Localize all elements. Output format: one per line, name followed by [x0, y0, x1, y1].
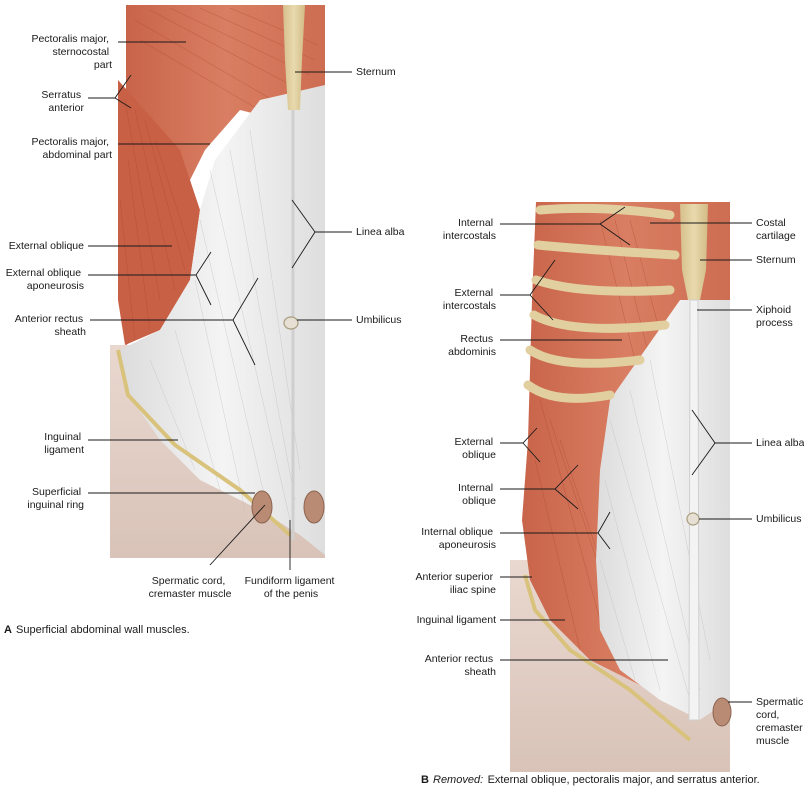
panel-a-labels: Pectoralis major, sternocostal part Serr… [4, 33, 405, 637]
label-external-oblique: External oblique [9, 240, 84, 252]
panel-b-inguinal-border [523, 574, 692, 742]
label-external-oblique-b: External oblique [455, 436, 497, 461]
panel-b-illustration [510, 202, 732, 772]
panel-b-ribs [523, 203, 680, 403]
label-rectus-abdominis: Rectus abdominis [448, 333, 496, 358]
label-serratus-anterior: Serratus anterior [41, 89, 84, 114]
label-external-oblique-aponeurosis: External oblique aponeurosis [6, 267, 84, 292]
label-superficial-inguinal-ring: Superficial inguinal ring [27, 486, 84, 511]
panel-a-illustration [110, 5, 325, 558]
panel-b-spermatic-cord [712, 697, 732, 727]
label-linea-alba-a: Linea alba [356, 226, 405, 238]
label-spermatic-cord-a: Spermatic cord, cremaster muscle [149, 575, 232, 600]
label-fundiform-ligament: Fundiform ligament of the penis [245, 575, 338, 600]
panel-b-sternum [680, 204, 708, 300]
label-anterior-rectus-sheath-b: Anterior rectus sheath [425, 653, 496, 678]
caption-b: B Removed: External oblique, pectoralis … [421, 770, 760, 787]
leader-lines [88, 41, 752, 703]
label-sternum-b: Sternum [756, 254, 796, 266]
panel-a-spermatic-cord-right [303, 490, 325, 524]
label-linea-alba-b: Linea alba [756, 437, 804, 449]
label-external-intercostals: External intercostals [443, 287, 496, 312]
label-inguinal-ligament-a: Inguinal ligament [44, 431, 84, 456]
panel-a-pectoralis-muscle [126, 5, 325, 345]
panel-a-umbilicus [283, 316, 299, 330]
label-internal-intercostals: Internal intercostals [443, 217, 496, 242]
label-internal-oblique: Internal oblique [458, 482, 496, 507]
label-sternum-a: Sternum [356, 66, 396, 78]
label-inguinal-ligament-b: Inguinal ligament [417, 614, 496, 626]
panel-b-linea-alba [688, 299, 700, 721]
label-pectoralis-major-abdominal: Pectoralis major, abdominal part [31, 136, 112, 161]
panel-b-labels: Internal intercostals External intercost… [415, 217, 804, 787]
label-xiphoid-process: Xiphoid process [756, 304, 794, 329]
caption-a: A Superficial abdominal wall muscles. [4, 620, 190, 637]
label-internal-oblique-aponeurosis: Internal oblique aponeurosis [421, 526, 496, 551]
label-pectoralis-major-sternocostal: Pectoralis major, sternocostal part [31, 33, 112, 71]
panel-a-sternum [283, 5, 305, 110]
label-anterior-superior-iliac-spine: Anterior superior iliac spine [415, 571, 496, 596]
panel-a-external-oblique-muscle [118, 80, 200, 345]
panel-a-spermatic-cord-left [251, 490, 273, 524]
label-anterior-rectus-sheath-a: Anterior rectus sheath [15, 313, 86, 338]
label-umbilicus-a: Umbilicus [356, 314, 402, 326]
label-costal-cartilage: Costal cartilage [756, 217, 796, 242]
panel-b-umbilicus [686, 512, 700, 526]
panel-a-fascia-fibres [149, 129, 301, 521]
label-spermatic-cord-b: Spermatic cord, cremaster muscle [756, 696, 804, 747]
label-umbilicus-b: Umbilicus [756, 513, 802, 525]
